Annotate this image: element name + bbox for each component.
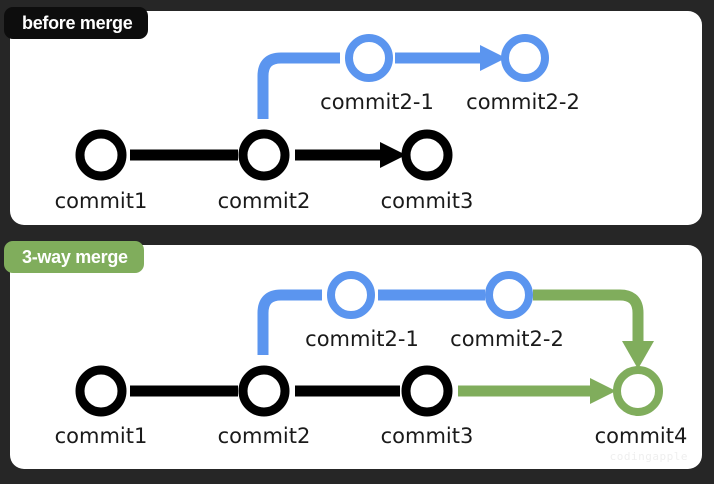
arrowhead-merge-commit2-2-commit4	[622, 341, 654, 369]
badge-before-merge-label: before merge	[22, 12, 133, 33]
node-commit3[interactable]	[401, 129, 453, 181]
edge-merge-commit2-2-commit4	[533, 289, 644, 343]
label-commit2: commit2	[218, 424, 311, 448]
arrowhead-commit2-commit3	[380, 142, 406, 168]
arrowhead-commit2-1-commit2-2	[480, 45, 506, 71]
arrowhead-commit3-commit4	[590, 378, 616, 404]
label-commit2-1: commit2-1	[320, 90, 434, 114]
node-commit4[interactable]	[613, 366, 663, 416]
node-commit2-2[interactable]	[485, 271, 533, 319]
label-commit2-2: commit2-2	[450, 327, 564, 351]
label-commit1: commit1	[55, 189, 148, 213]
label-commit2-2: commit2-2	[466, 90, 580, 114]
git-graph-3-way-merge: commit1 commit2 commit3 commit4 commit2-…	[55, 271, 688, 448]
node-commit1[interactable]	[75, 129, 127, 181]
label-commit2-1: commit2-1	[305, 327, 419, 351]
git-graph-before-merge: commit1 commit2 commit3 commit2-1 commit…	[55, 34, 580, 213]
badge-3-way-merge: 3-way merge	[4, 241, 144, 273]
panel-3-way-merge: commit1 commit2 commit3 commit4 commit2-…	[10, 245, 702, 469]
label-commit3: commit3	[381, 189, 474, 213]
badge-3-way-merge-label: 3-way merge	[22, 246, 128, 267]
label-commit2: commit2	[218, 189, 311, 213]
node-commit1[interactable]	[75, 365, 127, 417]
edge-branch-commit2-commit2-1	[257, 289, 322, 355]
panel-before-merge: commit1 commit2 commit3 commit2-1 commit…	[10, 11, 702, 225]
badge-before-merge: before merge	[4, 7, 149, 39]
label-commit4: commit4	[595, 424, 688, 448]
node-commit2-2[interactable]	[501, 34, 549, 82]
node-commit2-1[interactable]	[327, 271, 375, 319]
edge-branch-commit2-commit2-1	[257, 52, 340, 119]
node-commit2[interactable]	[238, 365, 290, 417]
watermark: codingapple	[609, 450, 688, 463]
node-commit2-1[interactable]	[345, 34, 393, 82]
label-commit3: commit3	[381, 424, 474, 448]
node-commit3[interactable]	[401, 365, 453, 417]
label-commit1: commit1	[55, 424, 148, 448]
node-commit2[interactable]	[238, 129, 290, 181]
